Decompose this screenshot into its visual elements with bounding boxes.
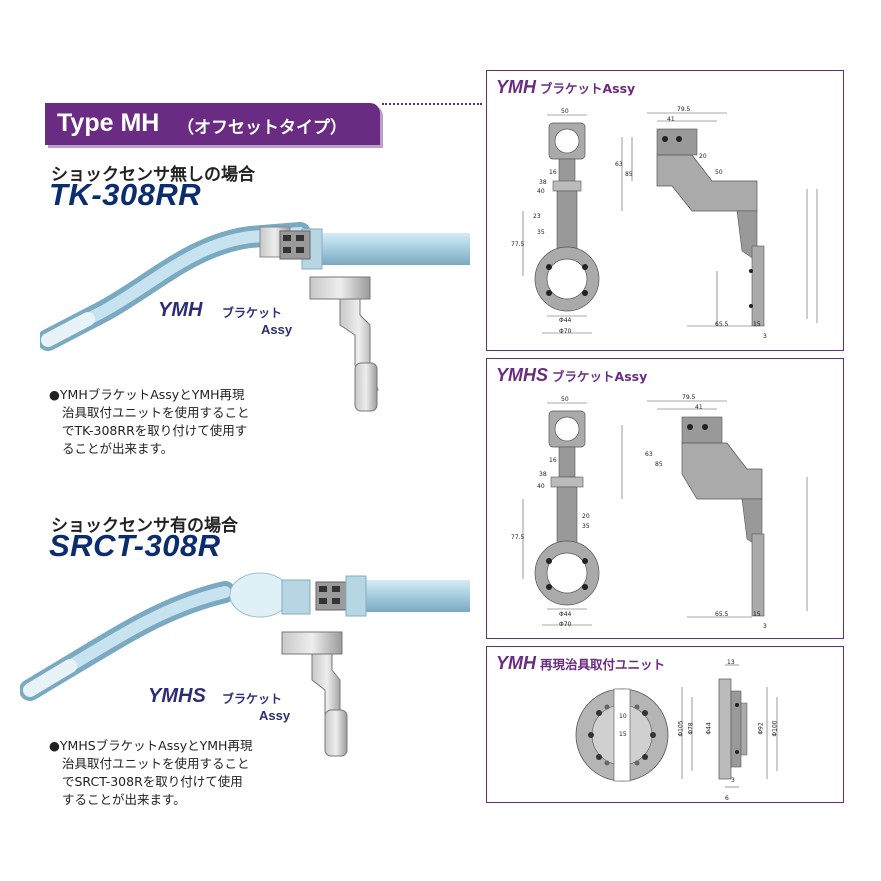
torch-photo-1 [40, 222, 470, 412]
dim-d15: 15 [753, 321, 761, 328]
panel-title: YMH ブラケットAssy [496, 77, 635, 98]
dim-w50: 50 [561, 396, 569, 403]
dim-d65: 65.5 [715, 321, 729, 328]
dim-d77: 77.5 [511, 534, 525, 541]
dim-d70: Φ70 [559, 328, 572, 335]
dim-d15: 15 [619, 731, 627, 738]
dim-d23: 23 [533, 213, 541, 220]
case2-title: ショックセンサ有の場合 [51, 516, 238, 536]
case1-model: TK-308RR [49, 177, 202, 212]
panel-title: YMH 再現治具取付ユニット [496, 653, 665, 674]
case2-note-line: 治具取付ユニットを使用すること [62, 756, 250, 771]
case1-bracket-label-a: YMH [158, 299, 203, 321]
panel-title-a: YMH [496, 77, 536, 97]
panel-title-a: YMH [496, 653, 536, 673]
dim-d13: 13 [727, 659, 735, 666]
panel-ymh-bracket: YMH ブラケットAssy [486, 70, 844, 351]
dim-d35: 35 [582, 523, 590, 530]
ymhs-bracket-drawing [522, 400, 808, 626]
panel-title-b: ブラケットAssy [540, 81, 636, 96]
case2-note-line: でSRCT-308Rを取り付けて使用 [62, 774, 243, 789]
dim-w79: 79.5 [682, 394, 696, 401]
dim-d85: 85 [655, 461, 663, 468]
panel-title-b: 再現治具取付ユニット [540, 657, 666, 672]
dim-d65: 65.5 [715, 611, 729, 618]
dim-d40: 40 [537, 483, 545, 490]
dim-d16: 16 [549, 457, 557, 464]
case1-note-line: でTK-308RRを取り付けて使用す [62, 423, 248, 438]
case2-bracket-label-c: Assy [259, 708, 291, 723]
dim-d3: 3 [731, 777, 735, 784]
dim-d3: 3 [763, 333, 767, 340]
dim-d38: 38 [539, 179, 547, 186]
case1-note-line: ●YMHブラケットAssyとYMH再現 [49, 387, 245, 402]
case1-bracket-label-c: Assy [261, 322, 293, 337]
dim-d38: 38 [539, 471, 547, 478]
type-label: Type MH [57, 109, 160, 137]
dim-d16: 16 [549, 169, 557, 176]
dim-d85: 85 [625, 171, 633, 178]
panel-title-b: ブラケットAssy [552, 369, 648, 384]
dim-d70: Φ70 [559, 621, 572, 628]
case2-note-line: することが出来ます。 [62, 792, 186, 807]
dim-d40: 40 [537, 188, 545, 195]
dim-d100: Φ100 [771, 720, 779, 737]
dim-d35: 35 [537, 229, 545, 236]
dotted-connector [382, 103, 482, 105]
case2-bracket-label-b: ブラケット [222, 692, 283, 706]
dim-w50: 50 [561, 108, 569, 115]
dim-d92: Φ92 [757, 722, 765, 735]
type-banner: Type MH （オフセットタイプ） [45, 103, 380, 145]
torch-photo-2 [20, 572, 470, 757]
case1-title: ショックセンサ無しの場合 [51, 165, 255, 185]
dim-w79: 79.5 [677, 106, 691, 113]
case2-note-line: ●YMHSブラケットAssyとYMH再現 [49, 738, 253, 753]
panel-title-a: YMHS [496, 365, 549, 385]
case2-model: SRCT-308R [49, 528, 221, 563]
dim-d50b: 50 [715, 169, 723, 176]
jig-unit-drawing [575, 664, 778, 788]
case1-bracket-label-b: ブラケット [222, 306, 283, 320]
dim-d78: Φ78 [687, 722, 695, 735]
case2-bracket-label-a: YMHS [148, 685, 206, 707]
case2-note: ●YMHSブラケットAssyとYMH再現 治具取付ユニットを使用すること でSR… [49, 737, 339, 809]
type-subtitle: （オフセットタイプ） [177, 118, 347, 138]
dim-w41: 41 [667, 116, 675, 123]
dim-d3: 3 [763, 623, 767, 630]
dim-d20: 20 [582, 513, 590, 520]
dim-d44: Φ44 [705, 722, 713, 735]
dim-d44: Φ44 [559, 317, 572, 324]
case1-note-line: 治具取付ユニットを使用すること [62, 405, 250, 420]
dim-d63: 63 [645, 451, 653, 458]
dim-d6: 6 [725, 795, 729, 802]
dim-d15: 15 [753, 611, 761, 618]
case1-note-line: ることが出来ます。 [62, 441, 174, 456]
dim-d63: 63 [615, 161, 623, 168]
dim-d105: Φ105 [677, 720, 685, 737]
dim-d44: Φ44 [559, 611, 572, 618]
case1-note: ●YMHブラケットAssyとYMH再現 治具取付ユニットを使用すること でTK-… [49, 386, 339, 458]
dim-w41: 41 [695, 404, 703, 411]
dim-d10: 10 [619, 713, 627, 720]
dim-d20: 20 [699, 153, 707, 160]
dim-d77: 77.5 [511, 241, 525, 248]
ymh-bracket-drawing [522, 112, 818, 334]
